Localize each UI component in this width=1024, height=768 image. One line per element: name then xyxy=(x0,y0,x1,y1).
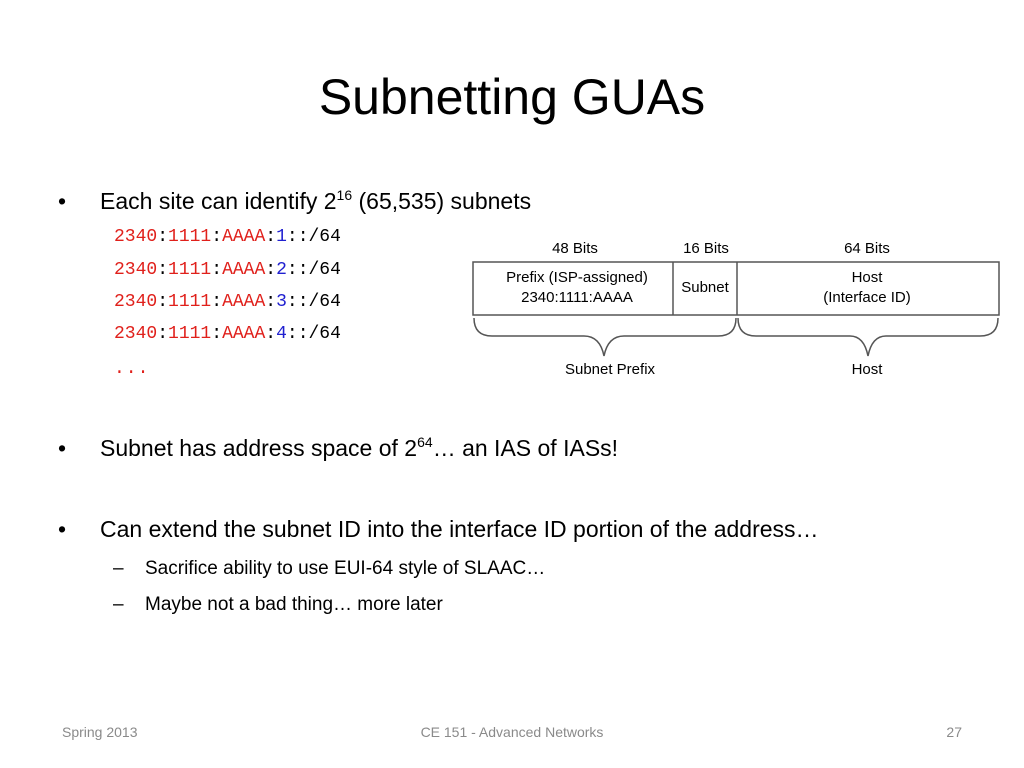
host-brace-label: Host xyxy=(852,361,884,378)
addr-part: 1111 xyxy=(168,292,212,312)
addr-colon: : xyxy=(157,227,169,247)
sub-bullet-text: Sacrifice ability to use EUI-64 style of… xyxy=(145,558,546,579)
addr-part: 2340 xyxy=(114,292,158,312)
brace-host xyxy=(737,317,999,357)
addr-colon: : xyxy=(211,227,223,247)
addr-suffix: ::/64 xyxy=(286,260,341,280)
addr-part: 2340 xyxy=(114,227,158,247)
bullet-marker: • xyxy=(58,516,67,542)
addr-colon: : xyxy=(157,260,169,280)
sub-bullet-text: Maybe not a bad thing… more later xyxy=(145,594,443,615)
addr-part: AAAA xyxy=(222,260,266,280)
addr-colon: : xyxy=(265,260,277,280)
addr-subnet-id: 2 xyxy=(276,260,287,280)
addr-subnet-id: 3 xyxy=(276,292,287,312)
addr-suffix: ::/64 xyxy=(286,324,341,344)
bullet-text-part: … an IAS of IASs! xyxy=(432,435,619,461)
dash-marker: – xyxy=(113,594,124,615)
addr-suffix: ::/64 xyxy=(286,292,341,312)
addr-part: 2340 xyxy=(114,260,158,280)
address-line-2: 2340:1111:AAAA:2::/64 xyxy=(114,259,341,281)
address-line-3: 2340:1111:AAAA:3::/64 xyxy=(114,291,341,313)
bullet-text-part: Subnet has address space of 2 xyxy=(100,435,418,461)
slide-title: Subnetting GUAs xyxy=(318,69,706,125)
address-line-4: 2340:1111:AAAA:4::/64 xyxy=(114,323,341,345)
address-line-1: 2340:1111:AAAA:1::/64 xyxy=(114,226,341,248)
addr-subnet-id: 4 xyxy=(276,324,287,344)
address-box xyxy=(472,261,1000,316)
bullet-marker: • xyxy=(58,435,67,461)
interface-id-label: (Interface ID) xyxy=(823,289,911,306)
prefix-label: Prefix (ISP-assigned) xyxy=(506,269,648,286)
exponent: 16 xyxy=(336,187,353,203)
host-label: Host xyxy=(852,269,884,286)
footer-date: Spring 2013 xyxy=(62,724,138,740)
dash-marker: – xyxy=(113,558,124,579)
addr-part: AAAA xyxy=(222,324,266,344)
bullet-text-part: (65,535) subnets xyxy=(352,188,532,214)
bits-label-16: 16 Bits xyxy=(683,240,729,257)
addr-colon: : xyxy=(157,324,169,344)
address-ellipsis: ... xyxy=(114,359,150,379)
bullet-text: Can extend the subnet ID into the interf… xyxy=(100,516,819,542)
addr-part: AAAA xyxy=(222,292,266,312)
addr-part: AAAA xyxy=(222,227,266,247)
addr-part: 1111 xyxy=(168,227,212,247)
addr-colon: : xyxy=(211,260,223,280)
bullet-text: Subnet has address space of 264… an IAS … xyxy=(100,433,618,463)
addr-part: 1111 xyxy=(168,260,212,280)
exponent: 64 xyxy=(417,434,433,450)
prefix-value: 2340:1111:AAAA xyxy=(521,289,633,306)
addr-suffix: ::/64 xyxy=(286,227,341,247)
bullet-text-part: Each site can identify 2 xyxy=(100,188,337,214)
bits-label-64: 64 Bits xyxy=(844,240,890,257)
subnet-label: Subnet xyxy=(681,279,729,296)
addr-colon: : xyxy=(211,324,223,344)
addr-colon: : xyxy=(265,324,277,344)
bits-label-48: 48 Bits xyxy=(552,240,598,257)
ipv6-address-diagram: 48 Bits 16 Bits 64 Bits Prefix (ISP-assi… xyxy=(472,240,1000,378)
addr-colon: : xyxy=(265,227,277,247)
subnet-prefix-brace-label: Subnet Prefix xyxy=(565,361,656,378)
addr-part: 2340 xyxy=(114,324,158,344)
addr-colon: : xyxy=(265,292,277,312)
footer-course: CE 151 - Advanced Networks xyxy=(420,724,604,740)
bullet-marker: • xyxy=(58,188,67,214)
addr-colon: : xyxy=(211,292,223,312)
addr-subnet-id: 1 xyxy=(276,227,287,247)
brace-subnet-prefix xyxy=(473,317,737,357)
bullet-text: Each site can identify 216 (65,535) subn… xyxy=(100,186,531,216)
addr-part: 1111 xyxy=(168,324,212,344)
footer-page-number: 27 xyxy=(946,724,962,740)
addr-colon: : xyxy=(157,292,169,312)
